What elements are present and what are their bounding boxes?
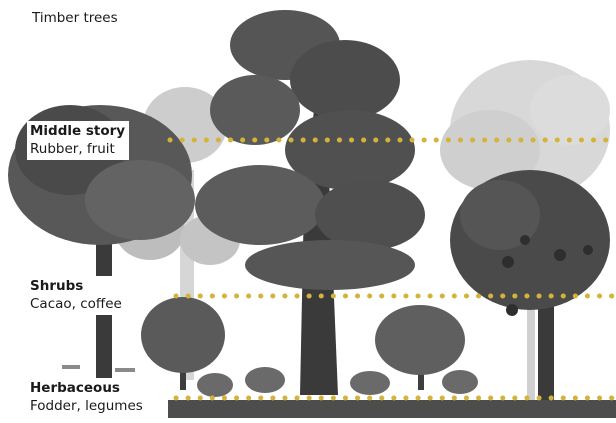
label-shrubs: Shrubs Cacao, coffee: [27, 276, 126, 315]
label-shrubs-subtitle: Cacao, coffee: [30, 295, 122, 313]
label-herbaceous-title: Herbaceous: [30, 379, 143, 397]
label-herbaceous-subtitle: Fodder, legumes: [30, 397, 143, 415]
label-herbaceous: Herbaceous Fodder, legumes: [27, 378, 147, 417]
label-middle-title: Middle story: [30, 122, 125, 140]
label-shrubs-title: Shrubs: [30, 277, 122, 295]
label-timber-title: Timber trees: [32, 9, 118, 27]
label-timber-trees: Timber trees: [29, 8, 122, 29]
ground-grass: [168, 400, 616, 418]
label-middle-subtitle: Rubber, fruit: [30, 140, 125, 158]
label-middle-story: Middle story Rubber, fruit: [27, 121, 129, 160]
